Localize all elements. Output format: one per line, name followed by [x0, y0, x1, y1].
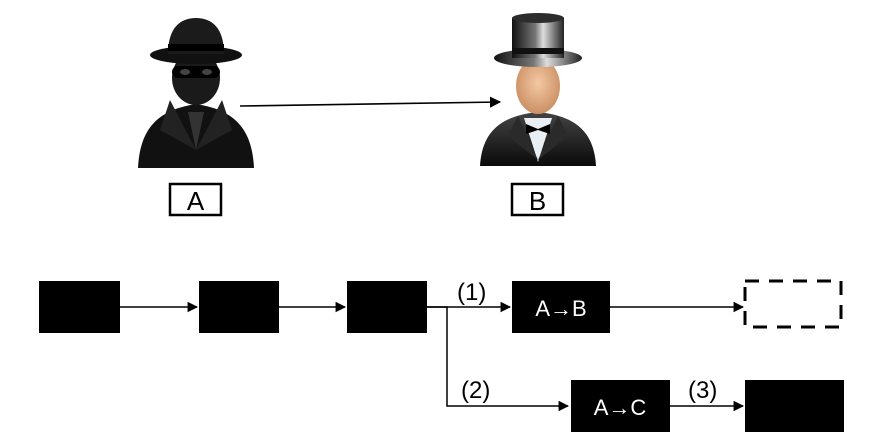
chain-node-placeholder-dashed [743, 279, 843, 329]
chain-node-a-to-c [571, 380, 670, 432]
actor-b-label-box [510, 182, 565, 217]
chain-node-2 [199, 281, 279, 333]
chain-node-a-to-b [512, 281, 610, 333]
arrow-node3-to-a-c [427, 306, 570, 412]
actor-a-label: A [187, 186, 205, 216]
actor-a-label-box [168, 182, 223, 217]
chain-node-a-to-c-label: A→C [594, 395, 647, 420]
spy-icon [138, 18, 254, 168]
chain-node-1 [39, 281, 120, 333]
chain-node-3 [347, 281, 427, 333]
chain-node-a-to-b-label: A→B [535, 296, 586, 321]
branch-label-2: (2) [461, 377, 490, 404]
actor-b-label: B [529, 186, 546, 216]
branch-label-1: (1) [457, 279, 486, 306]
gentleman-top-hat-icon [480, 13, 596, 166]
branch-label-3: (3) [688, 377, 717, 404]
arrow-a-to-b [239, 96, 502, 108]
chain-node-6 [745, 380, 844, 432]
